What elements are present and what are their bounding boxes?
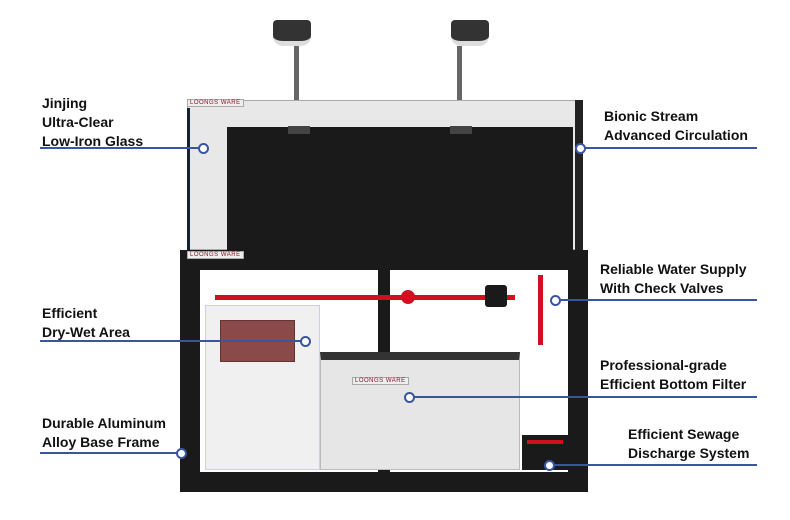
callout-water-supply-label: Reliable Water Supply With Check Valves xyxy=(600,260,747,298)
callout-sewage-line xyxy=(554,464,757,466)
check-valve xyxy=(401,290,415,304)
brand-logo-tank: LOONGS WARE xyxy=(187,99,244,107)
brand-logo-cabinet: LOONGS WARE xyxy=(187,251,244,259)
supply-pipe xyxy=(215,295,515,300)
callout-base-frame-label: Durable Aluminum Alloy Base Frame xyxy=(42,414,166,452)
bottom-filter-tank xyxy=(320,352,520,470)
callout-text: Discharge System xyxy=(628,445,750,461)
callout-base-frame-line xyxy=(40,452,178,454)
callout-text: Efficient xyxy=(42,305,98,321)
callout-base-frame-marker xyxy=(176,448,187,459)
lamp-mount-right xyxy=(450,126,472,134)
callout-dry-wet-marker xyxy=(300,336,311,347)
cabinet-top-rail xyxy=(180,250,588,270)
cabinet-left-post xyxy=(180,270,200,492)
callout-circulation-line xyxy=(585,147,757,149)
callout-text: Ultra-Clear xyxy=(42,114,114,130)
drain-pipe xyxy=(527,440,563,444)
callout-dry-wet-label: Efficient Dry-Wet Area xyxy=(42,304,130,342)
callout-water-supply-line xyxy=(560,299,757,301)
callout-text: Efficient Bottom Filter xyxy=(600,376,747,392)
lamp-left xyxy=(273,20,311,46)
callout-glass-marker xyxy=(198,143,209,154)
lamp-right xyxy=(451,20,489,46)
cabinet-bottom-rail xyxy=(180,472,588,492)
callout-text: Jinjing xyxy=(42,95,88,111)
return-pipe xyxy=(538,275,543,345)
callout-bottom-filter-line xyxy=(414,396,757,398)
callout-text: Dry-Wet Area xyxy=(42,324,130,340)
callout-text: With Check Valves xyxy=(600,280,724,296)
brand-logo-sump: LOONGS WARE xyxy=(352,377,409,385)
tank-left-edge xyxy=(187,108,190,250)
callout-bottom-filter-label: Professional-grade Efficient Bottom Filt… xyxy=(600,356,746,394)
callout-text: Durable Aluminum xyxy=(42,415,166,431)
callout-text: Efficient Sewage xyxy=(628,426,740,442)
callout-text: Alloy Base Frame xyxy=(42,434,160,450)
pipe-fitting xyxy=(485,285,507,307)
callout-text: Low-Iron Glass xyxy=(42,133,144,149)
lamp-mount-left xyxy=(288,126,310,134)
callout-text: Bionic Stream xyxy=(604,108,699,124)
lamp-arm-left xyxy=(294,46,299,128)
lamp-arm-right xyxy=(457,46,462,128)
callout-text: Advanced Circulation xyxy=(604,127,748,143)
tank-back-wall xyxy=(227,127,573,250)
callout-dry-wet-line xyxy=(40,340,302,342)
callout-circulation-label: Bionic Stream Advanced Circulation xyxy=(604,107,748,145)
callout-glass-line xyxy=(40,147,200,149)
callout-text: Reliable Water Supply xyxy=(600,261,747,277)
cabinet-right-post xyxy=(568,270,588,492)
callout-text: Professional-grade xyxy=(600,357,727,373)
callout-sewage-label: Efficient Sewage Discharge System xyxy=(628,425,749,463)
tank-right-edge xyxy=(575,100,583,250)
callout-glass-label: Jinjing Ultra-Clear Low-Iron Glass xyxy=(42,94,143,151)
